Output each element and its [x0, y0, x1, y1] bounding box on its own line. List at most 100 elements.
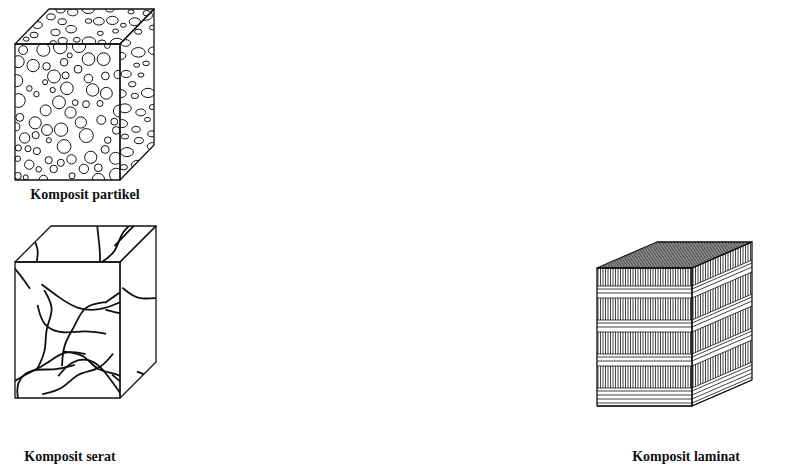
- particle: [19, 46, 28, 55]
- laminate-layer-line: [695, 330, 696, 352]
- laminate-layer-line: [715, 356, 716, 378]
- laminate-layer-line: [738, 248, 739, 266]
- particle: [143, 61, 150, 66]
- laminate-layer-line: [640, 298, 641, 320]
- particle: [16, 113, 24, 121]
- particle: [129, 82, 136, 87]
- particle: [132, 126, 140, 132]
- laminate-layer-line: [600, 366, 601, 388]
- laminate-layer-line: [733, 348, 734, 370]
- particle: [134, 63, 140, 67]
- cube-edge: [15, 226, 156, 262]
- particle: [36, 167, 42, 173]
- laminate-layer-line: [692, 369, 752, 395]
- laminate-layer-line: [603, 268, 604, 286]
- laminate-layer-line: [688, 332, 689, 354]
- laminate-layer-line: [610, 298, 611, 320]
- laminate-layer-line: [745, 275, 746, 297]
- laminate-layer-line: [733, 314, 734, 336]
- particle: [97, 116, 106, 125]
- laminate-layer-line: [620, 298, 621, 320]
- laminate-layer-line: [743, 246, 744, 264]
- laminate-layer-line: [675, 366, 676, 388]
- laminate-layer-line: [620, 268, 621, 286]
- particle: [74, 65, 82, 73]
- laminate-layer-line: [745, 309, 746, 331]
- laminate-layer-line: [743, 344, 744, 366]
- particle: [128, 10, 134, 14]
- laminate-layer-line: [743, 276, 744, 298]
- laminate-layer-line: [608, 298, 609, 320]
- laminate-layer-line: [615, 268, 616, 286]
- laminate-layer-line: [640, 268, 641, 286]
- laminate-layer-line: [750, 341, 751, 363]
- laminate-layer-line: [597, 391, 692, 392]
- laminate-layer-line: [623, 268, 624, 286]
- laminate-layer-line: [684, 242, 744, 268]
- particle: [73, 37, 80, 42]
- laminate-layer-line: [638, 332, 639, 354]
- laminate-layer-line: [692, 373, 752, 399]
- laminate-layer-line: [720, 286, 721, 308]
- laminate-layer-line: [618, 298, 619, 320]
- laminate-layer-line: [660, 366, 661, 388]
- particle: [149, 155, 158, 161]
- particle: [97, 53, 110, 66]
- fiber: [58, 360, 121, 394]
- particle: [147, 171, 158, 179]
- laminate-layer-line: [685, 268, 686, 286]
- laminate-layer-line: [615, 298, 616, 320]
- particle: [121, 148, 134, 157]
- fiber: [90, 375, 127, 433]
- particle: [26, 12, 35, 18]
- particle: [51, 29, 60, 35]
- fiber: [63, 351, 134, 388]
- particle: [120, 23, 126, 27]
- laminate-layer-line: [692, 365, 752, 391]
- laminate-layer-line: [597, 354, 692, 355]
- laminate-layer-line: [733, 250, 734, 268]
- laminate-layer-line: [715, 258, 716, 276]
- particle: [85, 151, 97, 163]
- laminate-layer-line: [628, 298, 629, 320]
- laminate-layer-line: [663, 298, 664, 320]
- laminate-layer-line: [605, 332, 606, 354]
- fiber: [42, 354, 113, 395]
- laminate-layer-line: [603, 366, 604, 388]
- laminate-layer-line: [670, 298, 671, 320]
- laminate-layer-line: [605, 298, 606, 320]
- laminate-layer-line: [610, 268, 611, 286]
- laminate-layer-line: [638, 268, 639, 286]
- particle: [34, 91, 39, 96]
- laminate-layer-line: [713, 259, 714, 277]
- laminate-layer-line: [745, 343, 746, 365]
- particle: [11, 75, 23, 87]
- laminate-layer-line: [705, 292, 706, 314]
- laminate-layer-line: [703, 361, 704, 383]
- laminate-layer-line: [718, 355, 719, 377]
- fiber: [133, 246, 149, 326]
- particle: [97, 31, 103, 35]
- laminate-layer-line: [658, 268, 659, 286]
- particle: [43, 80, 48, 85]
- particle: [20, 133, 30, 143]
- particle: [29, 117, 41, 129]
- particle: [136, 109, 146, 116]
- laminate-layer-line: [597, 293, 692, 294]
- laminate-layer-line: [700, 264, 701, 282]
- laminate-layer-line: [650, 298, 651, 320]
- laminate-layer-line: [618, 268, 619, 286]
- particle: [148, 131, 157, 137]
- cube-edge: [15, 262, 120, 398]
- particle: [100, 87, 112, 99]
- particle-cube: [11, 5, 160, 186]
- laminate-layer-line: [685, 366, 686, 388]
- laminate-layer-line: [633, 298, 634, 320]
- particle: [141, 88, 154, 97]
- laminate-layer-line: [710, 260, 711, 278]
- laminate-layer-line: [600, 332, 601, 354]
- laminate-layer-line: [663, 268, 664, 286]
- laminate-layer-line: [692, 340, 752, 366]
- fiber: [68, 223, 101, 287]
- fiber: [122, 288, 191, 326]
